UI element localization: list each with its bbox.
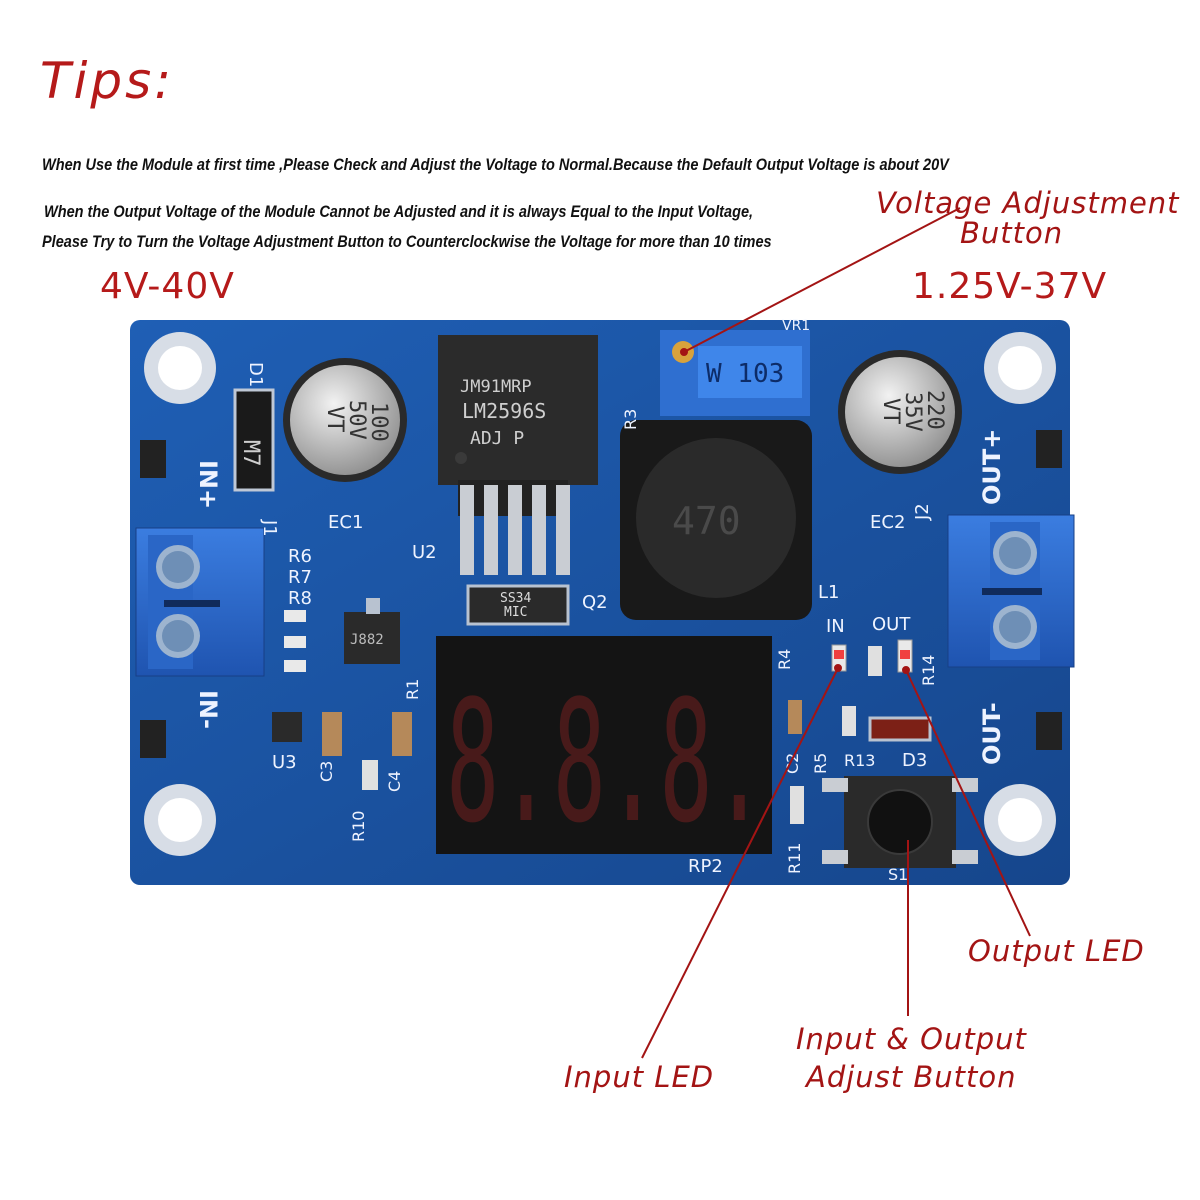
input-led-label: Input LED bbox=[564, 1060, 715, 1094]
tip-line-3: Please Try to Turn the Voltage Adjustmen… bbox=[42, 233, 772, 251]
capacitor-ec2 bbox=[838, 350, 962, 474]
transistor-marking: J882 bbox=[350, 632, 384, 648]
output-led-label: Output LED bbox=[968, 934, 1145, 968]
tips-title: Tips: bbox=[40, 52, 175, 110]
lm2596-regulator bbox=[438, 335, 598, 575]
ic-marking-3: ADJ P bbox=[470, 428, 524, 449]
display-digits: 8.8.8. bbox=[446, 664, 766, 860]
label-u3: U3 bbox=[272, 752, 297, 773]
ic-marking-2: LM2596S bbox=[462, 399, 546, 423]
label-rp2: RP2 bbox=[688, 856, 723, 877]
label-out-plus: OUT+ bbox=[978, 429, 1006, 505]
inductor-470 bbox=[620, 420, 812, 620]
label-r4: R4 bbox=[775, 649, 794, 670]
diode-ss34-marking-2: MIC bbox=[504, 605, 527, 620]
diode-ss34 bbox=[466, 584, 570, 626]
label-vr1: VR1 bbox=[782, 318, 810, 334]
adjust-push-button bbox=[822, 776, 978, 868]
label-r7: R7 bbox=[288, 567, 312, 588]
label-r3: R3 bbox=[621, 409, 640, 430]
label-ec1: EC1 bbox=[328, 512, 363, 533]
potentiometer bbox=[660, 330, 810, 416]
cap1-marking-2: 50V bbox=[344, 400, 369, 440]
tip-line-2: When the Output Voltage of the Module Ca… bbox=[44, 203, 754, 221]
label-r11: R11 bbox=[785, 843, 804, 874]
label-ec2: EC2 bbox=[870, 512, 905, 533]
diode-m7-marking: M7 bbox=[238, 440, 263, 467]
input-terminal-block bbox=[135, 527, 265, 677]
label-r8: R8 bbox=[288, 588, 312, 609]
callout-lines bbox=[641, 207, 1031, 1059]
voltage-adjustment-label-line2: Button bbox=[960, 216, 1064, 250]
tip-line-1: When Use the Module at first time ,Pleas… bbox=[42, 156, 949, 174]
label-r14: R14 bbox=[919, 655, 938, 686]
capacitor-ec1 bbox=[283, 358, 407, 482]
adjust-button-label-line1: Input & Output bbox=[796, 1022, 1027, 1056]
label-r5: R5 bbox=[811, 753, 830, 774]
label-out-minus: OUT- bbox=[978, 702, 1006, 765]
cap2-marking-3: VT bbox=[878, 398, 903, 425]
input-range-label: 4V-40V bbox=[100, 266, 235, 307]
label-in-plus: IN+ bbox=[194, 460, 222, 509]
label-s1: S1 bbox=[888, 865, 908, 884]
label-r13: R13 bbox=[844, 751, 875, 770]
label-j1: J1 bbox=[259, 519, 280, 537]
label-j2: J2 bbox=[912, 503, 933, 521]
output-terminal-block bbox=[947, 514, 1075, 668]
cap2-marking-1: 220 bbox=[922, 390, 947, 430]
diode-ss34-marking-1: SS34 bbox=[500, 591, 531, 606]
mounting-holes bbox=[144, 332, 1056, 856]
cap1-marking-1: 100 bbox=[366, 402, 391, 442]
seven-segment-display bbox=[436, 636, 772, 854]
ic-marking-1: JM91MRP bbox=[460, 377, 532, 397]
adjust-button-label-line2: Adjust Button bbox=[806, 1060, 1017, 1094]
pot-marking: W 103 bbox=[706, 359, 784, 389]
label-led-in: IN bbox=[826, 616, 845, 637]
label-in-minus: IN- bbox=[194, 690, 222, 729]
label-c4: C4 bbox=[385, 771, 404, 792]
label-d1: D1 bbox=[245, 362, 266, 387]
label-r1: R1 bbox=[403, 679, 422, 700]
label-r6: R6 bbox=[288, 546, 312, 567]
output-range-label: 1.25V-37V bbox=[912, 266, 1108, 307]
label-c3: C3 bbox=[317, 761, 336, 782]
diode-m7 bbox=[233, 388, 275, 492]
label-q2: Q2 bbox=[582, 592, 608, 613]
inductor-marking: 470 bbox=[672, 499, 741, 543]
label-l1: L1 bbox=[818, 582, 839, 603]
label-led-out: OUT bbox=[872, 614, 911, 635]
label-d3: D3 bbox=[902, 750, 927, 771]
transistor-j882 bbox=[344, 598, 400, 664]
label-r10: R10 bbox=[349, 811, 368, 842]
cap2-marking-2: 35V bbox=[900, 392, 925, 432]
cap1-marking-3: VT bbox=[322, 406, 347, 433]
voltage-adjustment-label-line1: Voltage Adjustment bbox=[876, 186, 1180, 220]
label-u2: U2 bbox=[412, 542, 437, 563]
